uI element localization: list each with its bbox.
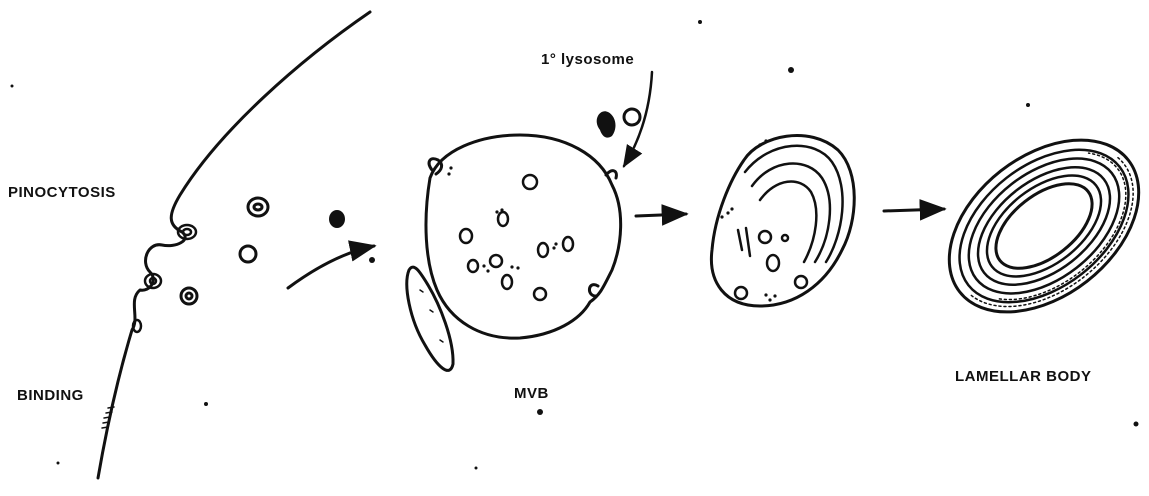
label-lysosome: 1° lysosome [541,51,634,68]
label-pinocytosis: PINOCYTOSIS [8,184,116,201]
arrow-to-mvb [288,246,374,288]
endocytic-vesicles [181,198,268,304]
arrow-lysosome-to-mvb [624,72,652,166]
label-lamellar-body: LAMELLAR BODY [955,368,1092,385]
arrow-mvb-to-intermediate [636,214,686,216]
lamellar-body [917,105,1149,347]
coated-pits [133,225,196,332]
arrow-to-lamellar-body [884,209,944,211]
label-binding: BINDING [17,387,84,404]
endocytic-vesicle-solid [329,210,345,228]
primary-lysosome [597,109,640,138]
intermediate-body [711,136,854,306]
plasma-membrane [98,12,370,478]
label-mvb: MVB [514,385,549,402]
tubular-endosome [407,267,453,370]
mvb [426,135,621,338]
